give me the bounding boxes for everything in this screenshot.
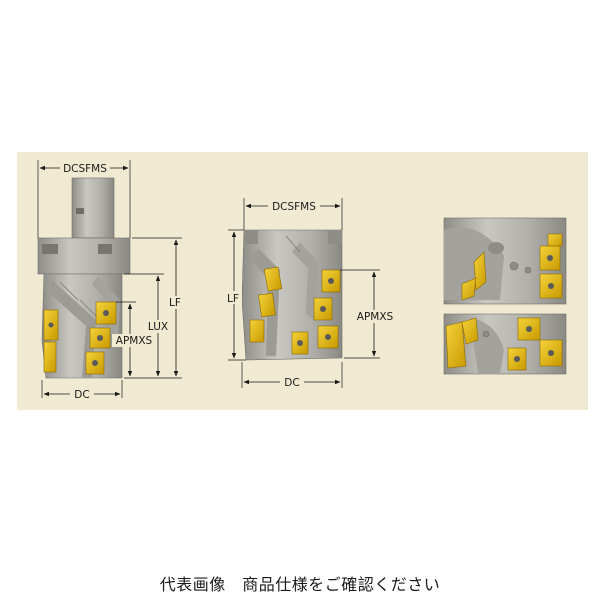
dim-label-apmxs: APMXS	[116, 335, 153, 347]
tool-1-collar	[37, 237, 131, 275]
dim-label-lf: LF	[227, 293, 239, 305]
caption-representative-image-notice: 代表画像 商品仕様をご確認ください	[159, 575, 441, 594]
detail-view-bottom	[443, 313, 567, 375]
dim-label-dc: DC	[74, 389, 89, 401]
insert	[461, 277, 477, 301]
insert	[445, 321, 467, 369]
dim-label-dc: DC	[284, 377, 299, 389]
insert	[43, 341, 57, 373]
insert	[263, 266, 283, 292]
tool-1-shank-hole	[76, 208, 84, 214]
tool-1-shank-end-mill: DCSFMS LF LUX APMXS DC	[37, 160, 183, 401]
insert	[249, 319, 265, 343]
tool-1-inserts	[43, 301, 117, 375]
insert	[547, 233, 563, 247]
dim-label-lux: LUX	[148, 321, 168, 333]
dim-label-apmxs: APMXS	[357, 311, 394, 323]
dim-label-dcsfms: DCSFMS	[272, 201, 316, 213]
tool-1-collar-slot	[42, 244, 58, 254]
tool-2-inserts	[249, 266, 341, 355]
dim-label-lf: LF	[169, 297, 181, 309]
tool-2-shell-mill: DCSFMS LF APMXS DC	[224, 198, 398, 389]
dim-label-dcsfms: DCSFMS	[63, 163, 107, 175]
detail-view-top	[443, 217, 567, 305]
insert	[461, 317, 479, 345]
insert	[258, 292, 276, 318]
